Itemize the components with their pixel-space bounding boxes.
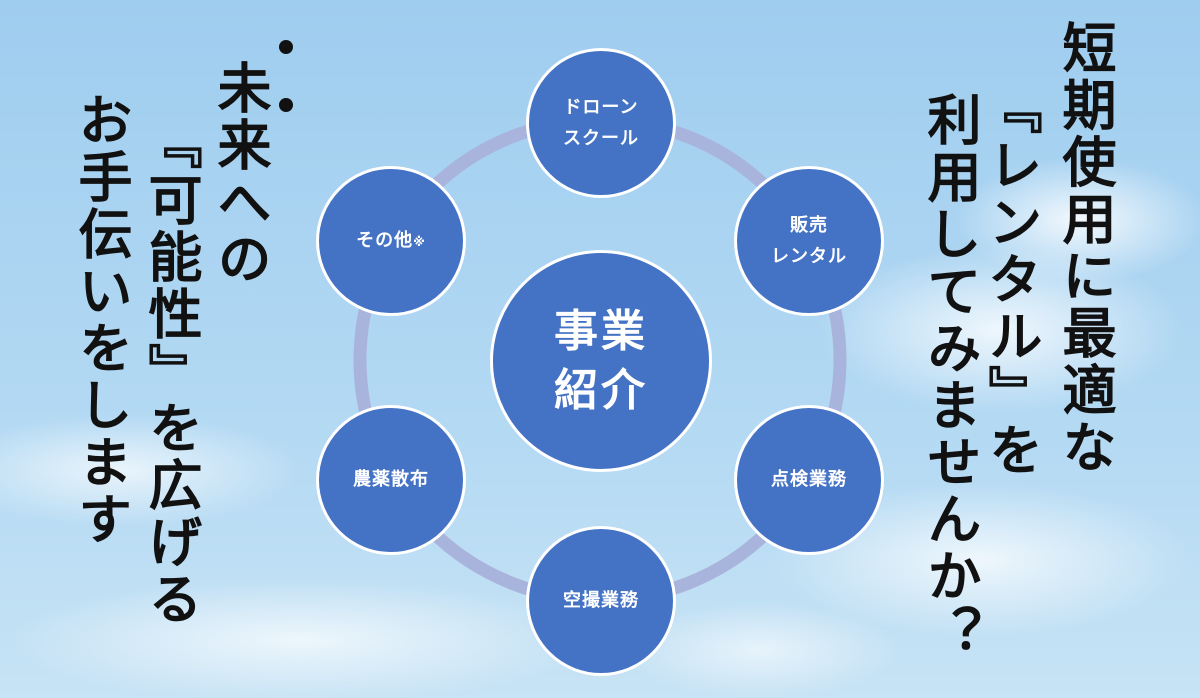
node-label: 販売: [790, 214, 828, 236]
node-drone-school[interactable]: ドローンスクール: [526, 48, 676, 198]
node-label: その他: [356, 230, 414, 252]
node-inspection[interactable]: 点検業務: [734, 405, 884, 555]
emphasis-dot: [279, 40, 293, 54]
left-headline-line3: お手伝いをします: [69, 92, 132, 548]
node-pesticide-spraying[interactable]: 農薬散布: [316, 405, 466, 555]
node-label: 空撮業務: [563, 590, 639, 612]
right-headline-line3: 利用してみませんか？: [918, 92, 981, 662]
emphasis-dot: [279, 98, 293, 112]
node-label: 農薬散布: [353, 469, 429, 491]
center-label-line1: 事業: [554, 305, 648, 357]
business-intro-center: 事業紹介: [490, 250, 712, 472]
node-other[interactable]: その他※: [316, 166, 466, 316]
left-headline-line2: 『可能性』を広げる: [139, 115, 202, 628]
center-label-line2: 紹介: [554, 365, 648, 416]
node-label: レンタル: [771, 246, 847, 267]
node-label: スクール: [563, 128, 639, 149]
left-headline-line1: 未来への: [208, 60, 271, 288]
node-aerial-photo[interactable]: 空撮業務: [526, 526, 676, 676]
node-label: ドローン: [563, 96, 639, 118]
node-label: 点検業務: [771, 469, 847, 491]
right-headline-line2: 『レンタル』を: [979, 80, 1042, 479]
node-sales-rental[interactable]: 販売レンタル: [734, 166, 884, 316]
note-mark: ※: [413, 235, 426, 250]
right-headline-line1: 短期使用に最適な: [1053, 20, 1116, 476]
